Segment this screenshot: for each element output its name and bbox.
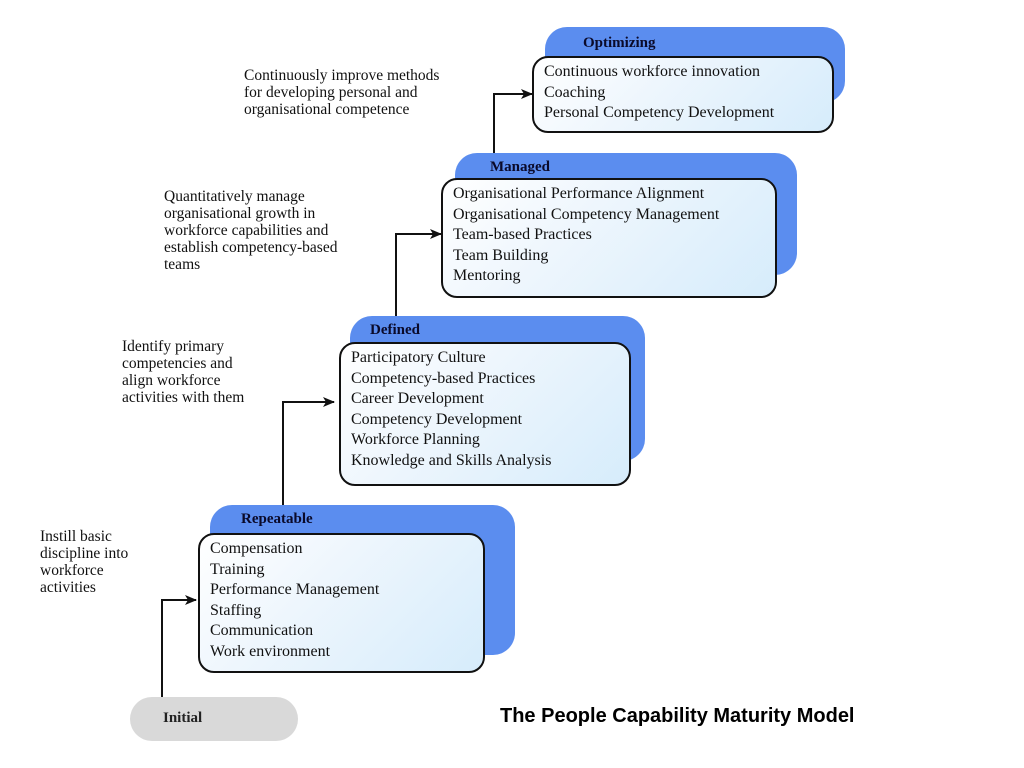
practice-item: Work environment [210,642,331,660]
practice-item: Team-based Practices [453,226,592,243]
arrow-managed-to-optimizing [493,89,533,154]
practice-item: Team Building [453,246,549,264]
practice-item: Coaching [544,83,606,101]
practice-item: Organisational Performance Alignment [453,185,705,202]
level-initial: Initial [130,697,298,741]
practice-box: Continuous workforce innovation Coaching… [532,56,834,133]
note-line: Identify primary [122,338,225,355]
level-name: Defined [370,322,420,338]
practice-item: Competency Development [351,410,523,428]
practice-box: Participatory Culture Competency-based P… [339,342,631,486]
arrow-defined-to-managed [395,229,442,317]
arrow-initial-to-repeatable [161,595,197,697]
note-line: workforce capabilities and [164,222,329,239]
diagram-caption: The People Capability Maturity Model [500,705,855,727]
practice-item: Knowledge and Skills Analysis [351,451,552,469]
note-line: establish competency-based [164,239,338,256]
practice-box: Organisational Performance Alignment Org… [441,178,777,298]
note-line: teams [164,256,201,273]
level-name: Optimizing [583,35,656,51]
practice-item: Mentoring [453,267,521,284]
practice-item: Staffing [210,601,262,619]
note-line: organisational growth in [164,205,316,222]
practice-item: Competency-based Practices [351,369,536,387]
level-name: Managed [490,159,550,175]
practice-item: Performance Management [210,581,380,598]
practice-item: Continuous workforce innovation [544,63,760,80]
practice-box: Compensation Training Performance Manage… [198,533,485,673]
practice-item: Training [210,560,265,578]
practice-item: Communication [210,622,314,639]
note-line: for developing personal and [244,84,418,101]
level-name: Repeatable [241,511,313,527]
level-name: Initial [163,710,203,726]
note-line: workforce [40,562,104,579]
note-line: discipline into [40,545,129,562]
note-line: align workforce [122,372,221,389]
note-line: Instill basic [40,528,112,545]
note-line: organisational competence [244,101,410,118]
practice-item: Workforce Planning [351,431,480,448]
note-line: Quantitatively manage [164,188,305,205]
note-line: activities with them [122,389,245,406]
practice-item: Participatory Culture [351,349,486,366]
practice-item: Career Development [351,390,484,407]
practice-item: Organisational Competency Management [453,205,720,223]
level-description-optimizing: Continuously improve methods for develop… [244,67,439,118]
practice-item: Personal Competency Development [544,104,775,121]
practice-item: Compensation [210,540,303,557]
note-line: activities [40,579,96,596]
level-description-defined: Identify primary competencies and align … [122,338,244,406]
level-description-repeatable: Instill basic discipline into workforce … [40,528,128,596]
arrow-repeatable-to-defined [282,397,335,506]
level-description-managed: Quantitatively manage organisational gro… [164,188,337,273]
note-line: Continuously improve methods [244,67,440,84]
note-line: competencies and [122,355,233,372]
